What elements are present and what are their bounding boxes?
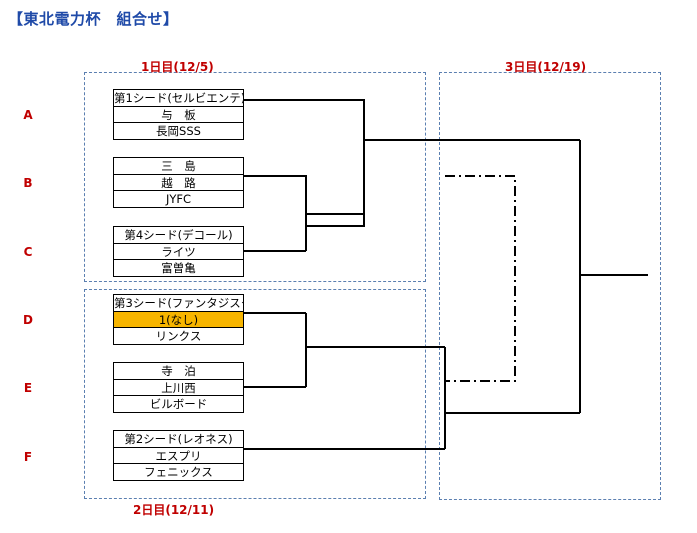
team-e-3: ビルボード (114, 395, 243, 412)
day1-region (84, 72, 426, 282)
team-d-2: 1(なし) (114, 311, 243, 328)
bracket-alt-route (445, 175, 516, 382)
group-letter-d: D (23, 313, 33, 327)
team-f-3: フェニックス (114, 463, 243, 480)
team-c-1: 第4シード(デコール) (124, 228, 233, 242)
day3-label: 3日目(12/19) (505, 60, 587, 74)
team-e-2: 上川西 (114, 379, 243, 396)
day3-region (439, 72, 661, 500)
group-letter-f: F (23, 450, 33, 464)
group-letter-c: C (23, 245, 33, 259)
team-d-1: 第3シード(ファンタジスタ) (114, 296, 243, 310)
team-b-1: 三 島 (161, 159, 196, 173)
group-letter-e: E (23, 381, 33, 395)
page-title: 【東北電力杯 組合せ】 (8, 10, 179, 28)
bracket-line-a (244, 99, 445, 141)
team-c-2: ライツ (114, 243, 243, 260)
team-e-1: 寺 泊 (161, 364, 196, 378)
day1-label: 1日目(12/5) (141, 60, 214, 74)
team-f-1: 第2シード(レオネス) (124, 432, 233, 446)
team-a-1: 第1シード(セルビエンテ) (114, 91, 243, 105)
team-c-3: 富曽亀 (114, 259, 243, 276)
group-letter-b: B (23, 176, 33, 190)
group-letter-a: A (23, 108, 33, 122)
team-a-3: 長岡SSS (114, 122, 243, 139)
team-f-2: エスプリ (114, 447, 243, 464)
team-box-c: 第4シード(デコール) ライツ 富曽亀 (113, 226, 244, 277)
team-box-b: 三 島 越 路 JYFC (113, 157, 244, 208)
team-b-2: 越 路 (114, 174, 243, 191)
day2-label: 2日目(12/11) (133, 503, 215, 517)
team-a-2: 与 板 (114, 106, 243, 123)
team-box-e: 寺 泊 上川西 ビルボード (113, 362, 244, 413)
team-box-d: 第3シード(ファンタジスタ) 1(なし) リンクス (113, 294, 244, 345)
team-d-3: リンクス (114, 327, 243, 344)
team-box-a: 第1シード(セルビエンテ) 与 板 長岡SSS (113, 89, 244, 140)
team-box-f: 第2シード(レオネス) エスプリ フェニックス (113, 430, 244, 481)
day2-region (84, 289, 426, 499)
team-b-3: JYFC (114, 190, 243, 207)
